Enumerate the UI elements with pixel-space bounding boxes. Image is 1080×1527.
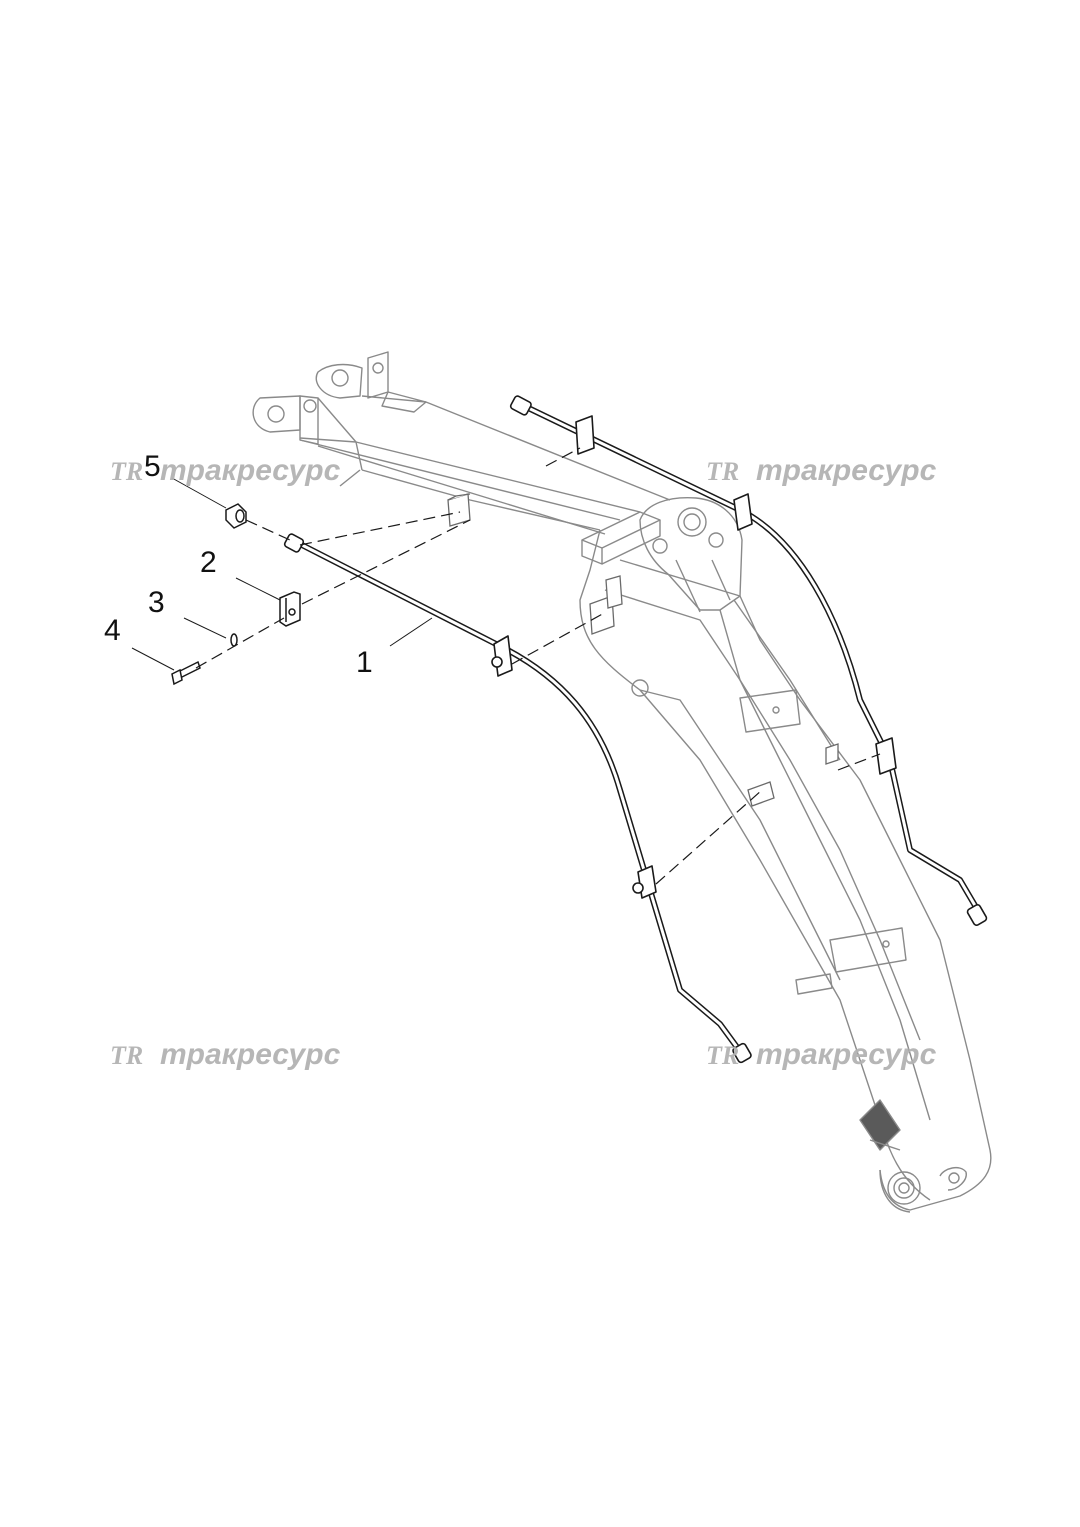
- watermark-logo: TR: [706, 1041, 739, 1070]
- boom-structure: [252, 351, 992, 1213]
- mounting-pads: [447, 493, 839, 807]
- exploded-parts: [171, 503, 301, 686]
- leader-lines: [131, 477, 433, 671]
- watermark-text: тракресурс: [756, 1038, 937, 1071]
- watermark-top-right: TR тракресурс: [706, 454, 937, 487]
- callouts: 1 2 3 4 5: [104, 450, 373, 679]
- watermark-logo: TR: [110, 1041, 143, 1070]
- callout-4: 4: [104, 614, 121, 647]
- pipe-left: [283, 533, 752, 1064]
- watermark-text: тракресурс: [756, 454, 937, 487]
- callout-5: 5: [144, 450, 161, 483]
- watermark-bottom-right: TR тракресурс: [706, 1038, 937, 1071]
- watermark-top-left: TR тракресурс: [110, 454, 341, 487]
- callout-1: 1: [356, 646, 373, 679]
- watermark-text: тракресурс: [160, 454, 341, 487]
- callout-3: 3: [148, 586, 165, 619]
- watermark-text: тракресурс: [160, 1038, 341, 1071]
- watermarks: TR тракресурс TR тракресурс TR тракресур…: [110, 454, 937, 1071]
- watermark-logo: TR: [706, 457, 739, 486]
- watermark-logo: TR: [110, 457, 143, 486]
- watermark-bottom-left: TR тракресурс: [110, 1038, 341, 1071]
- assembly-lines: [195, 447, 881, 885]
- washer-part: [230, 633, 238, 647]
- pipe-right: [509, 395, 988, 926]
- callout-2: 2: [200, 546, 217, 579]
